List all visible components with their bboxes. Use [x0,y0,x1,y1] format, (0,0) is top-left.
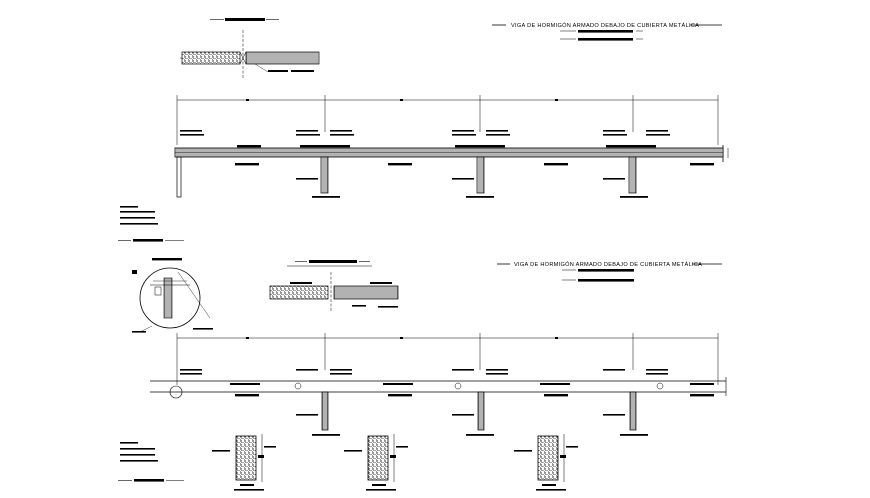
column-section-1 [212,434,276,491]
lower-beam-cross-section [269,260,399,312]
upper-columns [176,156,648,198]
lower-section-title: VIGA DE HORMIGÓN ARMADO DEBAJO DE CUBIER… [514,261,702,268]
lower-columns [296,391,648,436]
lower-section-drawing: VIGA DE HORMIGÓN ARMADO DEBAJO DE CUBIER… [118,258,727,491]
lower-column-sections [212,434,578,491]
column-section-3 [514,434,578,491]
upper-section-title-block: VIGA DE HORMIGÓN ARMADO DEBAJO DE CUBIER… [492,22,722,41]
lower-beam-elevation [150,369,727,399]
lower-notes-block [118,442,184,482]
upper-section-title: VIGA DE HORMIGÓN ARMADO DEBAJO DE CUBIER… [511,22,699,29]
upper-title-bar-2 [578,38,633,41]
lower-section-title-block: VIGA DE HORMIGÓN ARMADO DEBAJO DE CUBIER… [497,261,722,282]
upper-beam-cross-section [180,18,320,78]
upper-section-drawing: VIGA DE HORMIGÓN ARMADO DEBAJO DE CUBIER… [118,18,729,242]
upper-notes-block [118,206,184,242]
upper-title-bar-1 [578,30,633,33]
upper-beam-elevation [174,130,729,166]
upper-dimension-line [176,95,719,145]
column-section-2 [344,434,408,491]
lower-dimension-line [176,333,719,385]
lower-circular-detail [132,258,213,333]
